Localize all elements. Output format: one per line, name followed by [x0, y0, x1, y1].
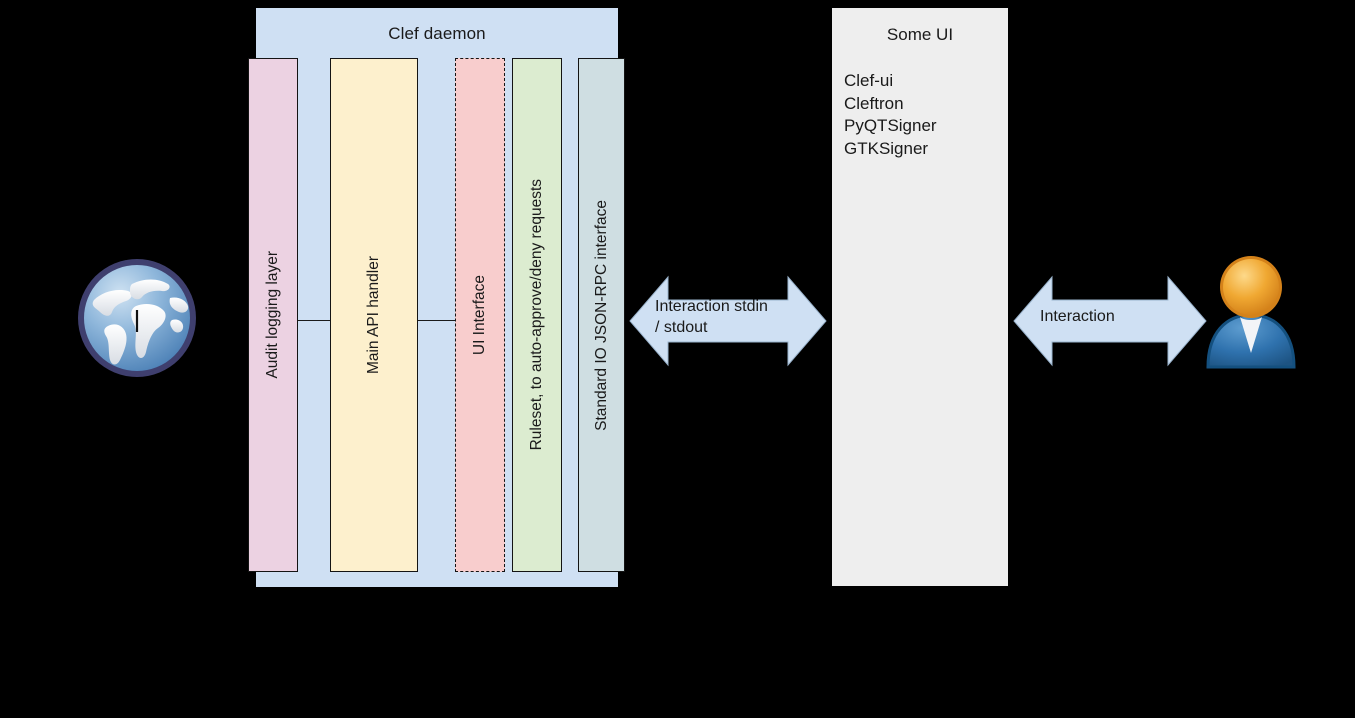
clef-daemon-title: Clef daemon: [388, 24, 486, 43]
module-ui-interface[interactable]: UI Interface: [455, 58, 505, 572]
module-audit-logging-layer[interactable]: Audit logging layer: [248, 58, 298, 572]
some-ui-list: Clef-ui Cleftron PyQTSigner GTKSigner: [844, 70, 937, 160]
module-label-stdio: Standard IO JSON-RPC interface: [592, 199, 610, 431]
interaction-arrow-label: Interaction: [1040, 308, 1115, 325]
module-label-ui: UI Interface: [471, 274, 489, 356]
list-item: GTKSigner: [844, 138, 929, 158]
clef-daemon-container: Clef daemon: [256, 8, 618, 587]
globe-icon: [72, 254, 202, 384]
stdio-arrow: [628, 272, 828, 370]
user-icon: [1201, 249, 1301, 371]
connector-line-audit-api: [297, 320, 331, 321]
list-item: Cleftron: [844, 93, 904, 113]
some-ui-panel: Some UI Clef-ui Cleftron PyQTSigner GTKS…: [832, 8, 1008, 586]
list-item: Clef-ui: [844, 71, 894, 90]
module-label-ruleset: Ruleset, to auto-approve/deny requests: [528, 179, 546, 451]
module-label-audit: Audit logging layer: [264, 251, 282, 379]
module-label-api: Main API handler: [365, 255, 383, 375]
module-main-api-handler[interactable]: Main API handler: [330, 58, 418, 572]
list-item: PyQTSigner: [844, 116, 937, 135]
module-standard-io-jsonrpc-interface[interactable]: Standard IO JSON-RPC interface: [578, 58, 625, 572]
interaction-arrow: [1012, 272, 1208, 370]
module-ruleset[interactable]: Ruleset, to auto-approve/deny requests: [512, 58, 562, 572]
some-ui-title: Some UI: [886, 25, 954, 44]
connector-line-api-ui: [417, 320, 456, 321]
stdio-arrow-label: Interaction stdin / stdout: [655, 298, 768, 336]
